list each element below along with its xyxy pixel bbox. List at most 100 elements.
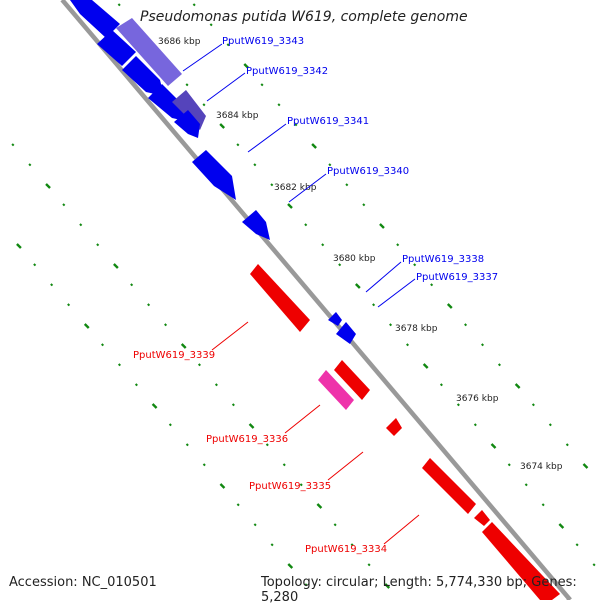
- gc-tick: [67, 303, 71, 307]
- gc-tick: [219, 123, 226, 129]
- gene-3334b-arrow[interactable]: [474, 510, 490, 526]
- gene-label-3338[interactable]: PputW619_3338: [402, 254, 484, 265]
- gc-tick: [565, 443, 569, 447]
- gc-tick: [45, 183, 51, 189]
- gc-tick: [253, 163, 257, 167]
- gc-tick: [243, 63, 250, 69]
- gc-tick: [362, 203, 366, 207]
- gc-tick: [345, 183, 349, 187]
- scale-label: 3674 kbp: [520, 462, 563, 472]
- gc-tick: [328, 163, 332, 167]
- gene-3342-arrow[interactable]: [97, 30, 136, 66]
- gene-3336-highlight[interactable]: [318, 370, 354, 410]
- gene-3342c-arrow[interactable]: [148, 84, 190, 122]
- gene-3337a-arrow[interactable]: [328, 312, 342, 326]
- gc-tick: [338, 263, 342, 267]
- gc-tick: [282, 463, 286, 467]
- gc-tick: [396, 243, 400, 247]
- gc-tick: [582, 463, 589, 469]
- gc-tick: [287, 563, 294, 569]
- gc-tick: [333, 523, 337, 527]
- scale-labels: 3686 kbp 3684 kbp 3682 kbp 3680 kbp 3678…: [158, 37, 563, 472]
- gc-tick: [473, 423, 477, 427]
- gc-tick: [147, 303, 151, 307]
- gc-tick: [541, 503, 545, 507]
- gene-label-3339[interactable]: PputW619_3339: [133, 350, 215, 361]
- gc-tick: [28, 163, 32, 167]
- scale-label: 3678 kbp: [395, 324, 438, 334]
- gc-tick: [168, 423, 172, 427]
- gc-skew-ticks: [11, 3, 596, 589]
- gc-tick: [481, 343, 485, 347]
- gc-tick: [197, 363, 201, 367]
- gc-tick: [548, 423, 552, 427]
- gc-tick: [202, 463, 206, 467]
- gc-tick: [379, 223, 385, 229]
- gene-label-3343[interactable]: PputW619_3343: [222, 36, 304, 47]
- gene-label-3337[interactable]: PputW619_3337: [416, 272, 498, 283]
- gc-tick: [270, 543, 274, 547]
- gc-tick: [389, 323, 393, 327]
- gene-3336-arrow[interactable]: [334, 360, 370, 400]
- gene-3339-arrow[interactable]: [250, 264, 310, 332]
- gene-3340-arrow[interactable]: [192, 150, 236, 200]
- reverse-gene-track: [250, 264, 560, 600]
- gc-tick: [253, 523, 257, 527]
- gc-tick: [287, 203, 293, 209]
- gene-label-3341[interactable]: PputW619_3341: [287, 116, 369, 127]
- gene-label-3336[interactable]: PputW619_3336: [206, 434, 288, 445]
- gene-3343-arrow[interactable]: [70, 0, 120, 38]
- gene-3342b-arrow[interactable]: [122, 56, 164, 96]
- gc-tick: [151, 403, 158, 409]
- gc-tick: [294, 123, 298, 127]
- gc-tick: [507, 463, 511, 467]
- gc-tick: [270, 183, 274, 187]
- gc-tick: [236, 503, 240, 507]
- gc-tick: [185, 443, 189, 447]
- gc-tick: [62, 203, 66, 207]
- gc-tick: [101, 343, 105, 347]
- gc-tick: [79, 223, 83, 227]
- gene-3338-arrow[interactable]: [242, 210, 270, 240]
- gc-tick: [226, 43, 230, 47]
- forward-gene-labels: PputW619_3343 PputW619_3342 PputW619_334…: [182, 36, 498, 308]
- gc-tick: [446, 303, 453, 309]
- gc-tick: [236, 143, 240, 147]
- gene-3341-highlight[interactable]: [172, 90, 206, 130]
- gc-tick: [575, 543, 579, 547]
- gc-tick: [16, 243, 22, 249]
- scale-label: 3676 kbp: [456, 394, 499, 404]
- gc-tick: [406, 343, 410, 347]
- gc-tick: [464, 323, 468, 327]
- scale-label: 3680 kbp: [333, 254, 376, 264]
- gc-tick: [164, 323, 168, 327]
- gc-tick: [524, 483, 528, 487]
- gc-tick: [372, 303, 376, 307]
- gc-tick: [33, 263, 37, 267]
- gc-tick: [117, 363, 121, 367]
- gene-3337b-arrow[interactable]: [336, 322, 356, 344]
- gc-tick: [113, 263, 119, 269]
- gc-tick: [558, 523, 565, 529]
- gc-tick: [11, 143, 15, 147]
- genome-backbone: [57, 0, 572, 600]
- gene-3343-highlight[interactable]: [116, 18, 182, 86]
- gc-tick: [180, 343, 187, 349]
- gc-tick: [367, 563, 371, 567]
- gene-3334a-arrow[interactable]: [422, 458, 476, 514]
- gene-3335-arrow[interactable]: [386, 418, 402, 436]
- gc-tick: [214, 383, 218, 387]
- gene-label-3340[interactable]: PputW619_3340: [327, 166, 409, 177]
- gene-label-3335[interactable]: PputW619_3335: [249, 481, 331, 492]
- gc-tick: [265, 443, 269, 447]
- gene-label-3334[interactable]: PputW619_3334: [305, 544, 387, 555]
- gc-tick: [384, 583, 391, 589]
- gene-label-3342[interactable]: PputW619_3342: [246, 66, 328, 77]
- gene-3334c-arrow[interactable]: [482, 522, 560, 600]
- gc-tick: [439, 383, 443, 387]
- gene-3341-arrow[interactable]: [174, 110, 200, 138]
- gc-tick: [531, 403, 535, 407]
- gc-tick: [354, 283, 361, 289]
- gc-tick: [185, 83, 189, 87]
